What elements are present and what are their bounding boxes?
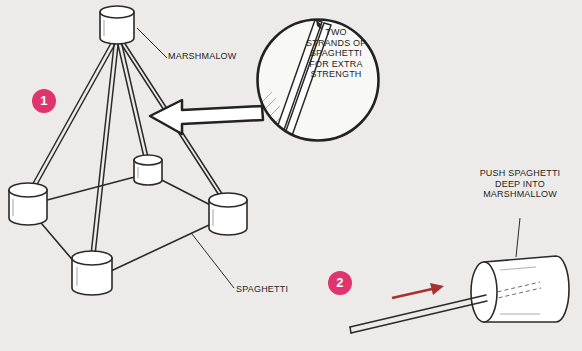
marshmallows [9, 6, 247, 295]
part-label: SPAGHETTI [236, 284, 316, 295]
marshmallow-face [471, 262, 497, 322]
push-arrow-shaft [392, 289, 432, 298]
leader-line [137, 28, 167, 58]
leader-line [516, 218, 520, 257]
badge-disc [32, 89, 56, 113]
marshmallow-top [72, 251, 112, 265]
callout-number: 1 [32, 89, 56, 113]
leader-lines [137, 28, 520, 288]
shading [77, 267, 78, 286]
spaghetti [32, 174, 146, 204]
callout-badge: 2 [328, 271, 352, 295]
lens-fill [257, 19, 379, 141]
marshmallow-top [9, 183, 47, 197]
spaghetti-pyramid [26, 36, 230, 264]
shading [138, 167, 139, 178]
shading [104, 20, 105, 36]
hatch [262, 92, 272, 102]
callout-text: TWO STRANDS OF SPAGHETTI FOR EXTRA STREN… [304, 27, 368, 80]
leader-line [192, 234, 234, 288]
shading [13, 199, 14, 216]
push-arrow-head [430, 283, 444, 295]
push-arrow [392, 283, 444, 298]
shading [500, 267, 536, 270]
spaghetti [351, 301, 487, 333]
callout-number: 2 [328, 271, 352, 295]
spaghetti [96, 218, 224, 278]
shading [213, 209, 214, 226]
spaghetti-end [350, 327, 351, 333]
instruction-label: PUSH SPAGHETTI DEEP INTO MARSHMALLOW [474, 168, 566, 200]
spaghetti [116, 36, 146, 166]
magnifier-callout: TWO STRANDS OF SPAGHETTI FOR EXTRA STREN… [256, 18, 380, 142]
badge-disc [328, 271, 352, 295]
marshmallow-shading [500, 267, 540, 314]
strand-end [316, 20, 322, 30]
spaghetti [26, 36, 115, 196]
spaghetti-rod [350, 295, 487, 333]
marshmallow-top [209, 193, 247, 207]
pointer-arrow [150, 100, 263, 134]
marshmallow-top [134, 155, 162, 165]
marshmallow-top [100, 6, 134, 18]
callout-badge: 1 [32, 89, 56, 113]
shading [500, 314, 540, 315]
spaghetti [350, 295, 486, 327]
spaghetti [90, 36, 115, 264]
part-label: MARSHMALOW [168, 51, 258, 62]
node-outline [256, 18, 380, 142]
magnifier-ring [258, 20, 379, 141]
spaghetti-base [30, 174, 224, 278]
spaghetti [94, 36, 119, 264]
spaghetti [120, 36, 150, 166]
